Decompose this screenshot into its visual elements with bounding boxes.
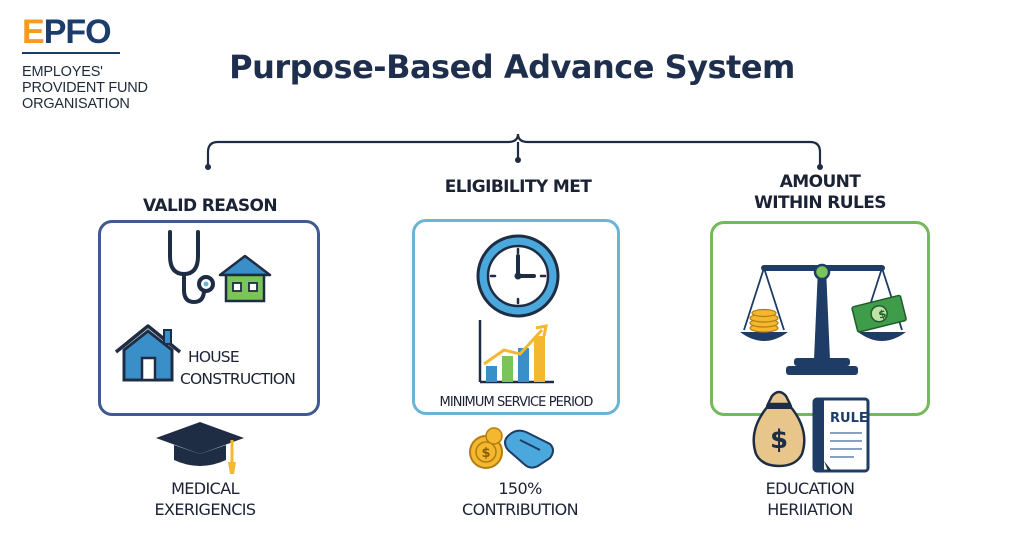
bottom-label-3-line-1: EDUCATION bbox=[765, 479, 855, 498]
education-label: EDUCATION HERIIATION bbox=[730, 478, 890, 520]
logo-mark-e: E bbox=[22, 13, 45, 51]
page-title: Purpose-Based Advance System bbox=[229, 48, 795, 86]
label-eligibility-met: ELIGIBILITY MET bbox=[444, 177, 592, 197]
bottom-label-1-line-1: MEDICAL bbox=[171, 479, 239, 498]
house-construction-text: HOUSE CONSTRUCTION bbox=[180, 346, 296, 390]
logo-line-3: ORGANISATION bbox=[22, 96, 130, 112]
logo-line-2: PROVIDENT FUND bbox=[22, 80, 148, 96]
money-bag-icon: $ bbox=[752, 390, 806, 468]
bottom-label-1-line-2: EXERIGENCIS bbox=[154, 500, 257, 519]
svg-text:$: $ bbox=[481, 446, 490, 461]
svg-text:$: $ bbox=[877, 307, 888, 321]
bottom-label-2-line-1: 150% bbox=[498, 479, 542, 498]
logo-mark-rest: PFO bbox=[43, 13, 112, 51]
label-amount-line-1: AMOUNT bbox=[779, 172, 861, 192]
house-construction-line-2: CONSTRUCTION bbox=[180, 370, 296, 388]
bottom-label-2-line-2: CONTRIBUTION bbox=[462, 500, 578, 519]
house-construction-line-1: HOUSE bbox=[188, 348, 240, 366]
small-house-icon bbox=[218, 254, 272, 303]
logo-line-1: EMPLOYES' bbox=[22, 64, 103, 80]
label-valid-reason: VALID REASON bbox=[143, 196, 278, 216]
bar-chart-icon bbox=[478, 320, 554, 384]
graduation-cap-icon bbox=[156, 422, 244, 474]
stethoscope-icon bbox=[168, 230, 215, 305]
rule-document-label: RULE bbox=[830, 411, 868, 426]
coins-icon: $ bbox=[469, 427, 554, 469]
house-icon bbox=[114, 324, 182, 382]
connector-bracket bbox=[205, 133, 823, 170]
balance-scale-icon: $ bbox=[740, 263, 907, 375]
logo-mark: EPFO bbox=[22, 14, 182, 50]
bottom-label-3-line-2: HERIIATION bbox=[767, 500, 853, 519]
logo-underline-icon bbox=[22, 52, 120, 54]
logo-subtitle: EMPLOYES' PROVIDENT FUND ORGANISATION bbox=[22, 64, 182, 112]
minimum-service-period-text: MINIMUM SERVICE PERIOD bbox=[439, 395, 594, 410]
contribution-label: 150% CONTRIBUTION bbox=[440, 478, 600, 520]
label-amount-within-rules: AMOUNT WITHIN RULES bbox=[720, 172, 920, 214]
epfo-logo: EPFO EMPLOYES' PROVIDENT FUND ORGANISATI… bbox=[22, 14, 182, 112]
label-amount-line-2: WITHIN RULES bbox=[754, 193, 886, 213]
clock-icon bbox=[476, 234, 560, 318]
rule-document-icon bbox=[812, 397, 870, 473]
svg-text:$: $ bbox=[770, 425, 788, 455]
medical-emergencies-label: MEDICAL EXERIGENCIS bbox=[120, 478, 290, 520]
card-valid-reason bbox=[98, 220, 320, 416]
